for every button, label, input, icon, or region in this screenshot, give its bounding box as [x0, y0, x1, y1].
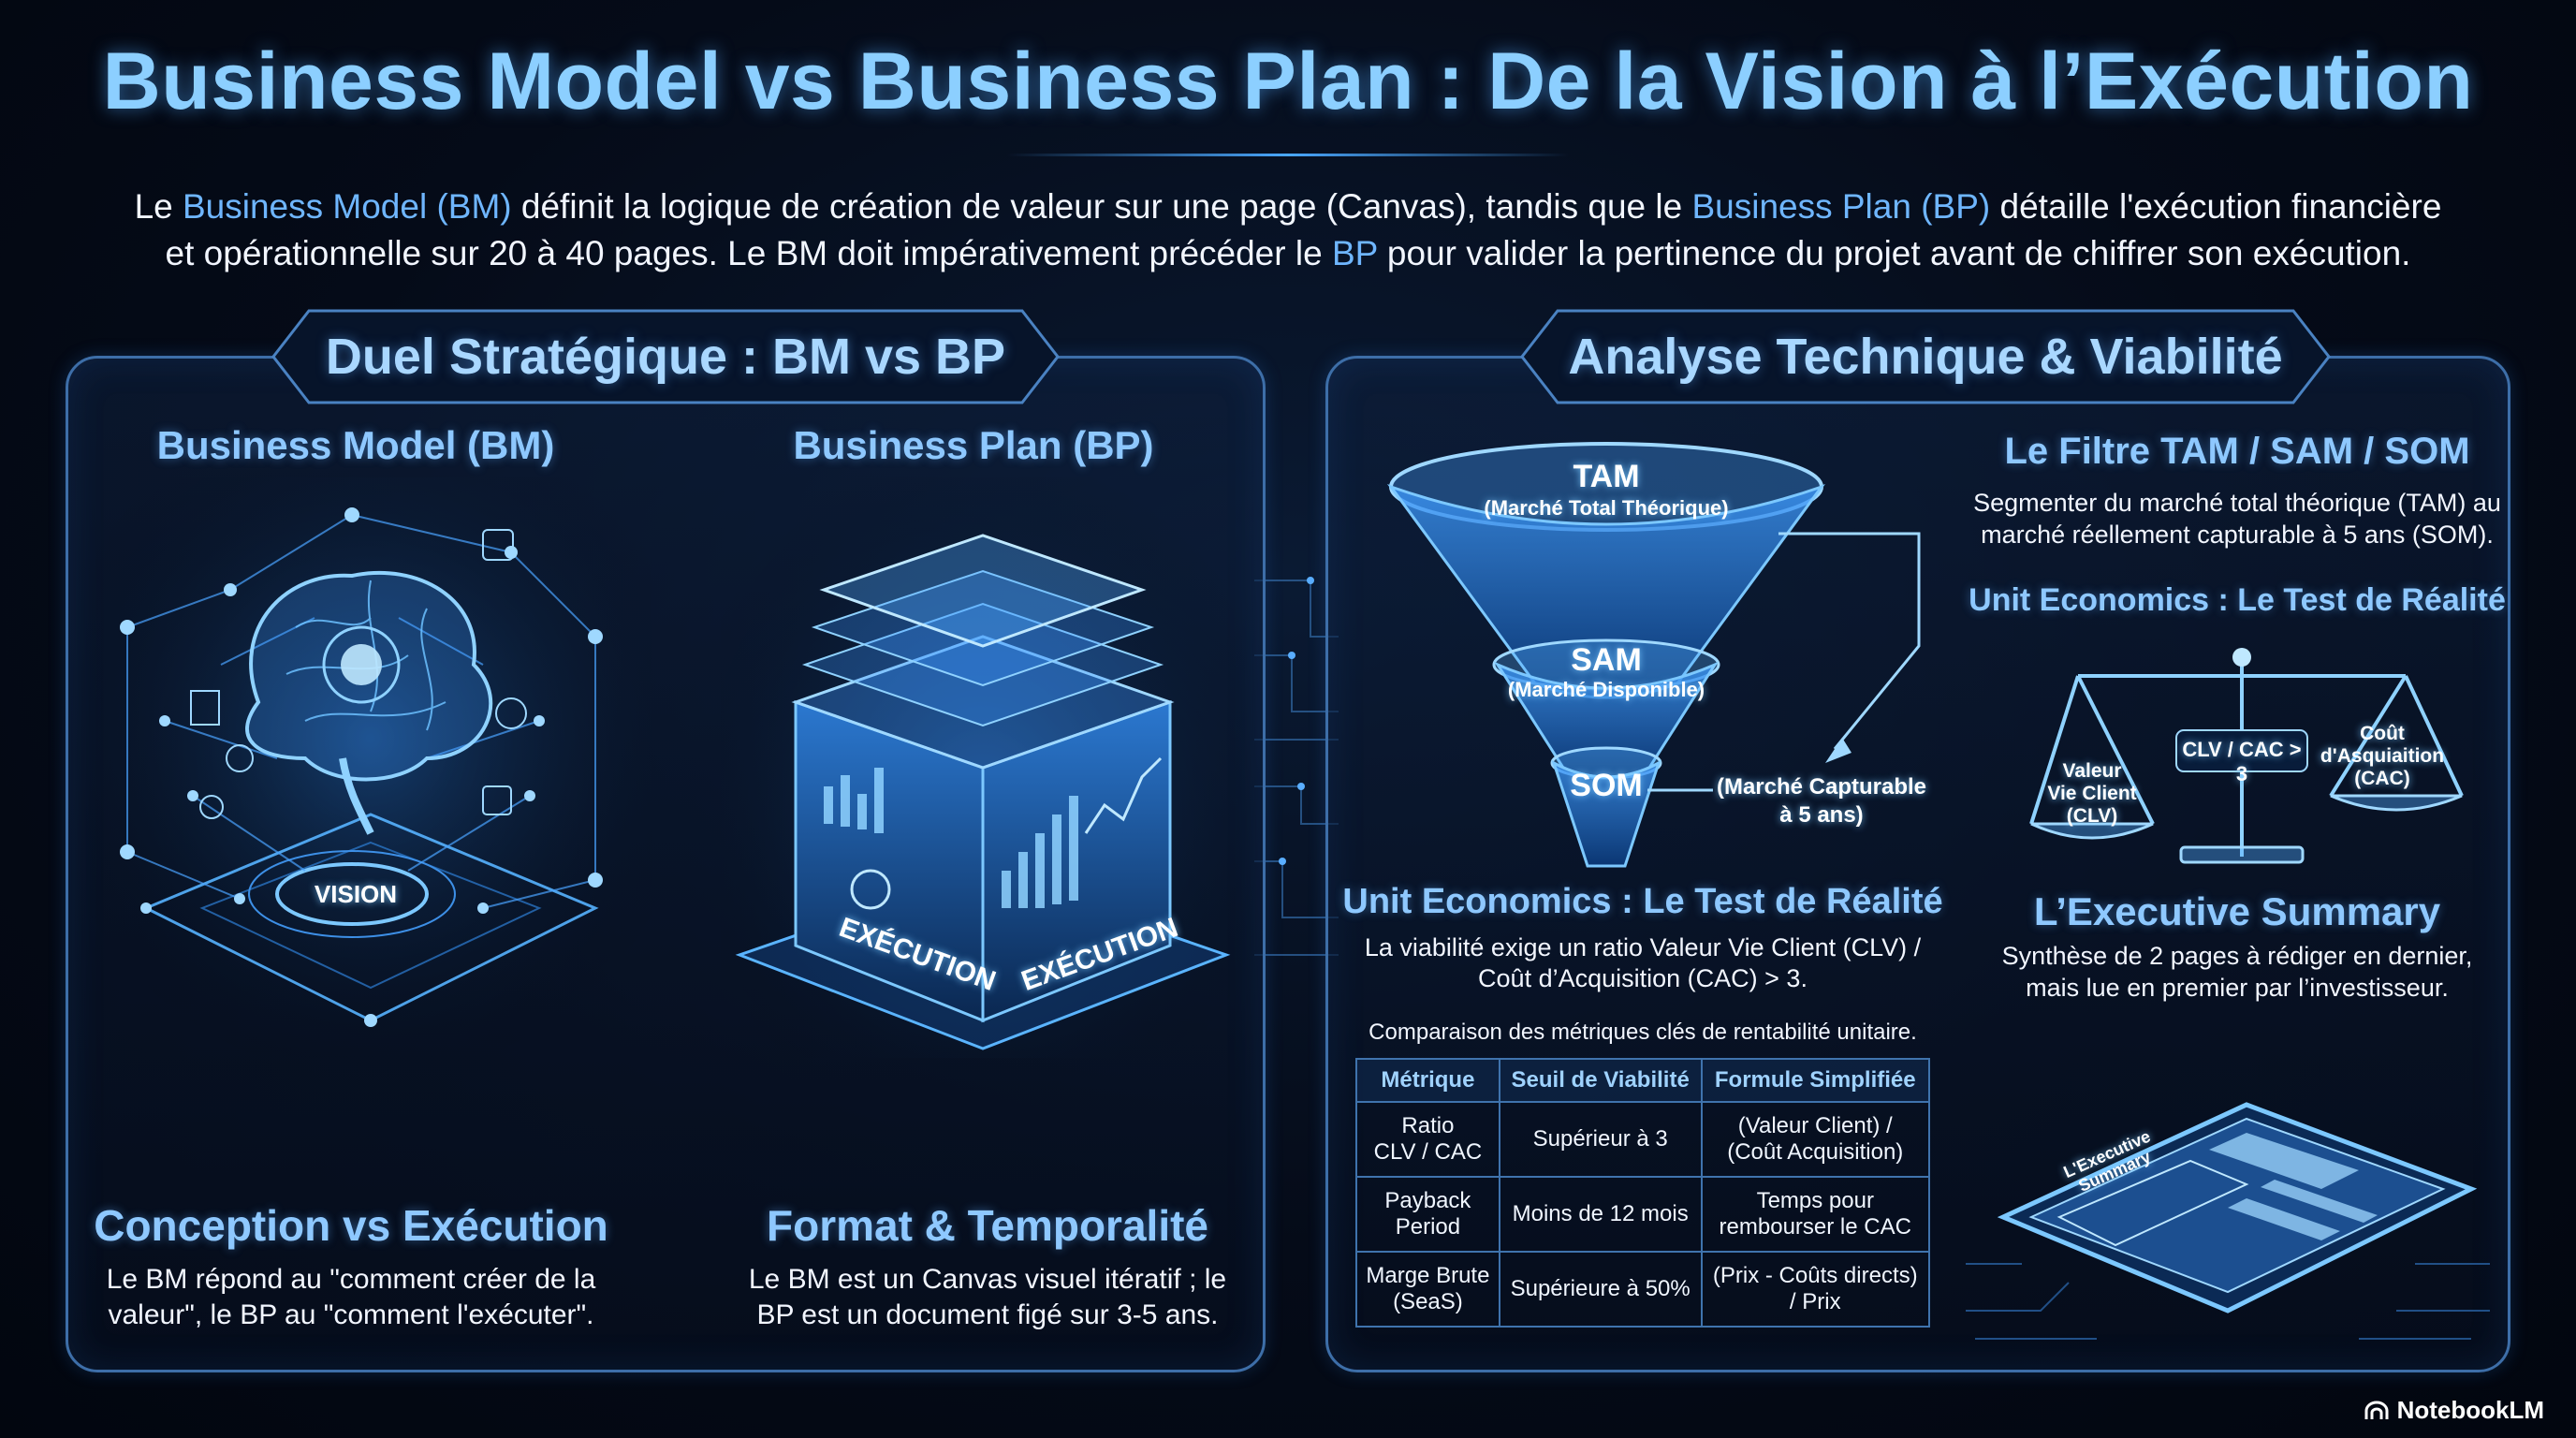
execution-stack-illustration: [721, 477, 1245, 1058]
exec-line: mais lue en premier par l’investisseur.: [2026, 974, 2449, 1002]
notebooklm-logo-icon: [2364, 1401, 2389, 1419]
intro-text: pour valider la pertinence du projet ava…: [1377, 234, 2411, 272]
conception-heading: Conception vs Exécution: [94, 1201, 608, 1250]
ue-heading-right: Unit Economics : Le Test de Réalité: [1969, 582, 2506, 618]
tam-label: TAM: [1573, 459, 1640, 494]
exec-line: Synthèse de 2 pages à rédiger en dernier…: [2001, 942, 2473, 970]
scale-right-line: Coût: [2360, 723, 2405, 744]
cell-line: Ratio: [1401, 1113, 1455, 1138]
filter-text: Segmenter du marché total théorique (TAM…: [1956, 487, 2518, 550]
notebooklm-brand: NotebookLM: [2364, 1396, 2544, 1425]
scale-left-line: Valeur: [2062, 760, 2122, 782]
ue-text: La viabilité exige un ratio Valeur Vie C…: [1339, 932, 1947, 994]
sam-sub-label: (Marché Disponible): [1507, 678, 1705, 701]
metrics-table: Métrique Seuil de Viabilité Formule Simp…: [1355, 1058, 1931, 1328]
format-text: Le BM est un Canvas visuel itératif ; le…: [721, 1262, 1254, 1333]
scale-left-line: Vie Client: [2047, 783, 2137, 804]
balance-scale-illustration: [2029, 648, 2464, 864]
table-row: Marge Brute(SeaS) Supérieure à 50% (Prix…: [1355, 1251, 1931, 1328]
brand-text: NotebookLM: [2396, 1396, 2544, 1424]
scale-right-line: d'Asquiaition: [2320, 745, 2445, 767]
scale-left-line: (CLV): [2066, 805, 2118, 827]
table-header-row: Métrique Seuil de Viabilité Formule Simp…: [1355, 1058, 1931, 1103]
scale-center-label: CLV / CAC > 3: [2182, 738, 2302, 785]
table-cell: Supérieure à 50%: [1498, 1251, 1703, 1328]
intro-text: définit la logique de création de valeur…: [511, 187, 1692, 226]
conception-line: valeur", le BP au "comment l'exécuter".: [108, 1299, 594, 1330]
ue-heading-left: Unit Economics : Le Test de Réalité: [1342, 882, 1943, 921]
brain-network-illustration: [90, 477, 651, 1058]
intro-text: détaille l'exécution financière: [1990, 187, 2442, 226]
table-cell: Supérieur à 3: [1498, 1101, 1703, 1178]
conception-text: Le BM répond au "comment créer de la val…: [84, 1262, 618, 1333]
table-cell: (Prix - Coûts directs)/ Prix: [1700, 1251, 1931, 1328]
cell-line: (Coût Acquisition): [1727, 1139, 1904, 1165]
cell-line: CLV / CAC: [1373, 1139, 1483, 1165]
left-panel-title: Duel Stratégique : BM vs BP: [271, 309, 1060, 404]
table-cell: (Valeur Client) /(Coût Acquisition): [1700, 1101, 1931, 1178]
cell-line: Payback: [1384, 1188, 1471, 1213]
intro-paragraph: Le Business Model (BM) définit la logiqu…: [94, 183, 2482, 277]
intro-bp-highlight: Business Plan (BP): [1691, 187, 1991, 226]
filter-heading: Le Filtre TAM / SAM / SOM: [2004, 431, 2470, 472]
cell-line: Temps pour: [1756, 1188, 1874, 1213]
table-cell: Marge Brute(SeaS): [1355, 1251, 1500, 1328]
scale-right-line: (CAC): [2354, 768, 2410, 789]
som-sub-label: (Marché Capturable à 5 ans): [1709, 773, 1934, 829]
circuit-decoration: [1254, 577, 1339, 956]
executive-summary-text: Synthèse de 2 pages à rédiger en dernier…: [1956, 940, 2518, 1004]
ue-line: La viabilité exige un ratio Valeur Vie C…: [1364, 933, 1922, 961]
left-panel-title-text: Duel Stratégique : BM vs BP: [325, 329, 1006, 385]
scale-left-label: Valeur Vie Client (CLV): [2022, 760, 2162, 828]
intro-text: et opérationnelle sur 20 à 40 pages. Le …: [165, 234, 1332, 272]
table-header-cell: Seuil de Viabilité: [1498, 1058, 1703, 1103]
intro-bm-highlight: Business Model (BM): [183, 187, 512, 226]
cell-line: (Prix - Coûts directs): [1712, 1263, 1918, 1288]
bp-heading: Business Plan (BP): [793, 423, 1154, 467]
som-sub-line: (Marché Capturable: [1716, 774, 1927, 800]
bm-heading: Business Model (BM): [156, 423, 555, 467]
sam-label: SAM: [1571, 642, 1642, 678]
format-line: Le BM est un Canvas visuel itératif ; le: [748, 1264, 1227, 1295]
cell-line: Period: [1395, 1214, 1461, 1240]
table-caption: Comparaison des métriques clés de rentab…: [1368, 1020, 1917, 1045]
tam-sam-som-funnel: [1386, 442, 1921, 868]
cell-line: rembourser le CAC: [1719, 1214, 1911, 1240]
cell-line: / Prix: [1789, 1289, 1841, 1314]
format-heading: Format & Temporalité: [767, 1201, 1208, 1250]
conception-line: Le BM répond au "comment créer de la: [106, 1264, 596, 1295]
hex-frame-icon: [271, 309, 1060, 404]
right-panel-title: Analyse Technique & Viabilité: [1520, 309, 2331, 404]
tam-sub-label: (Marché Total Théorique): [1484, 496, 1729, 520]
table-header-cell: Métrique: [1355, 1058, 1500, 1103]
som-sub-line: à 5 ans): [1779, 802, 1864, 828]
cell-line: (SeaS): [1393, 1289, 1463, 1314]
cell-line: Marge Brute: [1366, 1263, 1490, 1288]
right-panel-title-text: Analyse Technique & Viabilité: [1568, 329, 2283, 385]
title-divider: [1007, 154, 1569, 156]
ue-line: Coût d’Acquisition (CAC) > 3.: [1478, 964, 1808, 992]
intro-bp-short-highlight: BP: [1331, 234, 1378, 272]
scale-right-label: Coût d'Asquiaition (CAC): [2312, 723, 2452, 790]
page-title: Business Model vs Business Plan : De la …: [102, 37, 2474, 126]
table-cell: Moins de 12 mois: [1498, 1176, 1703, 1253]
tablet-illustration: [1966, 1102, 2490, 1340]
cell-line: (Valeur Client) /: [1737, 1113, 1893, 1138]
filter-line: marché réellement capturable à 5 ans (SO…: [1981, 521, 2494, 549]
hex-frame-icon: [1520, 309, 2331, 404]
vision-label: VISION: [314, 880, 398, 908]
som-label: SOM: [1570, 768, 1643, 803]
executive-summary-heading: L’Executive Summary: [2033, 889, 2441, 933]
filter-line: Segmenter du marché total théorique (TAM…: [1973, 489, 2501, 517]
intro-text: Le: [134, 187, 183, 226]
table-header-cell: Formule Simplifiée: [1700, 1058, 1931, 1103]
format-line: BP est un document figé sur 3-5 ans.: [756, 1299, 1219, 1330]
